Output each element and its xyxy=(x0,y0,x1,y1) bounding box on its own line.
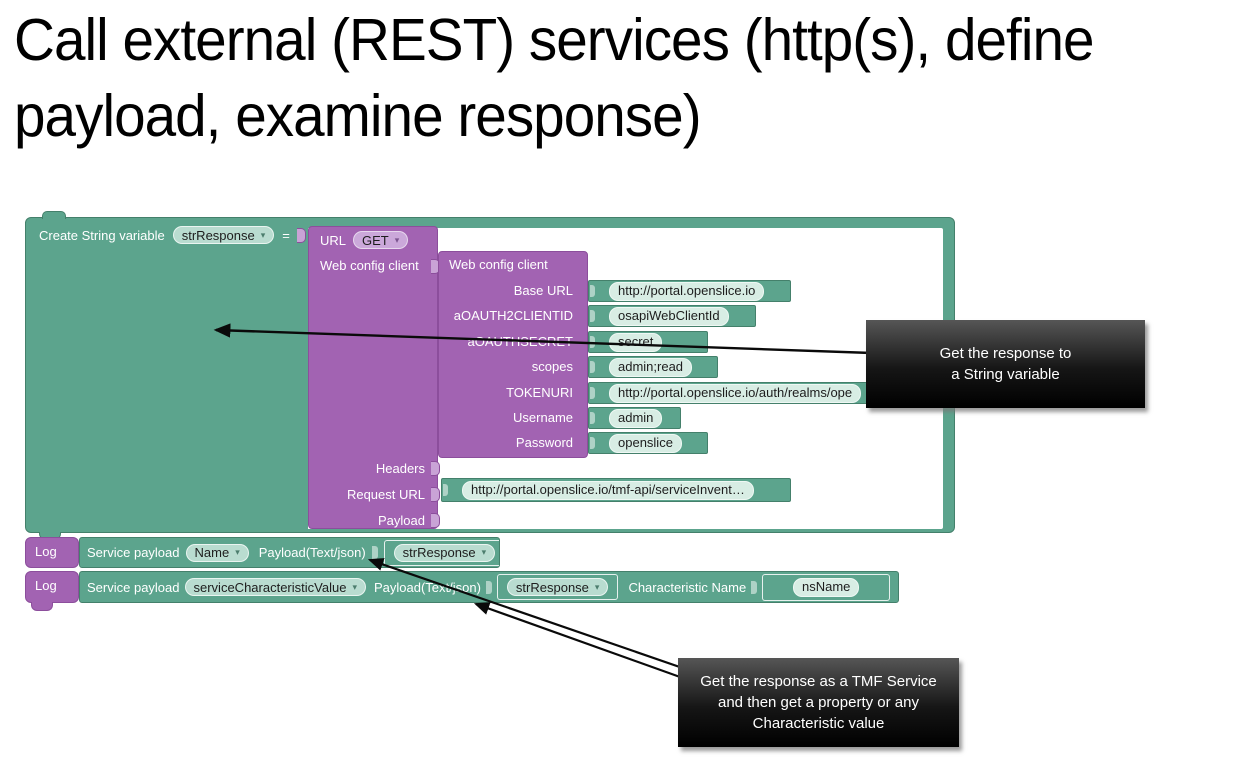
socket-notch xyxy=(443,484,448,496)
block-top-connector xyxy=(42,211,66,219)
headers-input-label: Headers xyxy=(375,461,425,476)
password-value[interactable]: openslice xyxy=(609,433,682,453)
payload-name-dropdown[interactable]: Name ▾ xyxy=(185,543,249,562)
value-socket xyxy=(431,513,440,528)
value-socket xyxy=(431,487,440,502)
value-socket xyxy=(297,228,306,243)
log-block-1-tab[interactable]: Log xyxy=(25,537,79,568)
log-block-2-tab[interactable]: Log xyxy=(25,571,79,603)
page-title-line2: payload, examine response) xyxy=(14,83,702,149)
socket-notch xyxy=(751,580,758,594)
log-label: Log xyxy=(35,544,57,559)
dropdown-icon: ▾ xyxy=(352,581,357,592)
field-label-secret: aOAUTHSECRET xyxy=(467,334,573,349)
variable-dropdown[interactable]: strResponse ▾ xyxy=(172,226,275,244)
dropdown-icon: ▾ xyxy=(235,547,240,557)
dropdown-icon: ▾ xyxy=(481,547,487,557)
field-label-clientid: aOAUTH2CLIENTID xyxy=(453,308,573,323)
socket-notch xyxy=(590,387,595,399)
socket-notch xyxy=(371,546,378,559)
arrow-to-log2 xyxy=(473,602,709,689)
base-url-value[interactable]: http://portal.openslice.io xyxy=(609,281,765,301)
base-url-value-block[interactable]: http://portal.openslice.io xyxy=(588,280,791,302)
log-block-2-row[interactable]: Service payload serviceCharacteristicVal… xyxy=(79,571,899,603)
socket-notch xyxy=(590,336,595,348)
payload-name-dropdown[interactable]: serviceCharacteristicValue ▾ xyxy=(184,578,366,596)
page-title: Call external (REST) services (http(s), … xyxy=(14,2,1095,154)
socket-notch xyxy=(485,580,492,594)
secret-value[interactable]: secret xyxy=(609,332,663,352)
payload-variable-block[interactable]: strResponse ▾ xyxy=(496,574,619,600)
socket-notch xyxy=(590,361,595,373)
web-config-input-label: Web config client xyxy=(320,258,419,273)
web-config-client-block[interactable]: Web config client xyxy=(438,251,588,458)
characteristic-value[interactable]: nsName xyxy=(792,577,860,597)
socket-notch xyxy=(590,437,595,449)
http-method-dropdown[interactable]: GET ▾ xyxy=(353,231,409,249)
field-label-scopes: scopes xyxy=(531,359,573,374)
equals-sign: = xyxy=(282,227,290,243)
dropdown-icon: ▾ xyxy=(394,234,400,245)
payload-variable-block[interactable]: strResponse ▾ xyxy=(383,539,499,566)
callout-line: Characteristic value xyxy=(752,715,885,732)
request-url-value[interactable]: http://portal.openslice.io/tmf-api/servi… xyxy=(462,480,754,500)
callout-tmf-service: Get the response as a TMF Service and th… xyxy=(678,658,959,747)
scopes-value-block[interactable]: admin;read xyxy=(588,356,718,378)
socket-notch xyxy=(590,285,595,297)
variable-dropdown-value: strResponse xyxy=(181,227,255,243)
callout-line: a String variable xyxy=(951,366,1060,383)
request-url-input-label: Request URL xyxy=(346,487,425,502)
field-label-username: Username xyxy=(513,410,573,425)
payload-variable-dropdown[interactable]: strResponse ▾ xyxy=(506,578,609,596)
callout-line: Get the response to xyxy=(939,345,1072,362)
value-socket xyxy=(431,461,440,476)
tokenuri-value-block[interactable]: http://portal.openslice.io/auth/realms/o… xyxy=(588,382,941,404)
payload-variable-value: strResponse xyxy=(402,545,476,560)
username-value-block[interactable]: admin xyxy=(588,407,681,429)
clientid-value-block[interactable]: osapiWebClientId xyxy=(588,305,756,327)
log-label: Log xyxy=(35,578,57,593)
payload-input-label: Payload xyxy=(378,513,425,528)
socket-notch xyxy=(590,310,595,322)
callout-line: and then get a property or any xyxy=(718,694,919,711)
service-payload-label: Service payload xyxy=(87,545,180,560)
clientid-value[interactable]: osapiWebClientId xyxy=(609,306,729,326)
callout-string-variable: Get the response to a String variable xyxy=(866,320,1145,408)
field-label-password: Password xyxy=(515,435,573,450)
create-string-variable-block[interactable]: Create String variable strResponse ▾ = U… xyxy=(25,211,955,539)
username-value[interactable]: admin xyxy=(609,408,663,428)
scopes-value[interactable]: admin;read xyxy=(609,357,693,377)
payload-name-value: serviceCharacteristicValue xyxy=(193,579,347,595)
log-block-2-bottom-connector xyxy=(31,602,53,611)
characteristic-name-label: Characteristic Name xyxy=(628,579,747,595)
field-label-base-url: Base URL xyxy=(513,283,573,298)
payload-variable-value: strResponse xyxy=(515,579,589,595)
payload-variable-dropdown[interactable]: strResponse ▾ xyxy=(393,543,496,562)
url-label: URL xyxy=(320,232,347,248)
payload-name-value: Name xyxy=(194,545,230,560)
payload-text-json-label: Payload(Text/json) xyxy=(258,545,366,560)
service-payload-label: Service payload xyxy=(87,579,180,595)
socket-notch xyxy=(590,412,595,424)
tokenuri-value[interactable]: http://portal.openslice.io/auth/realms/o… xyxy=(609,383,862,403)
request-url-value-block[interactable]: http://portal.openslice.io/tmf-api/servi… xyxy=(441,478,791,502)
payload-text-json-label: Payload(Text/json) xyxy=(373,579,481,595)
dropdown-icon: ▾ xyxy=(260,229,266,240)
secret-value-block[interactable]: secret xyxy=(588,331,708,353)
field-label-tokenuri: TOKENURI xyxy=(506,385,573,400)
web-config-client-title: Web config client xyxy=(449,257,548,272)
url-block[interactable]: URL GET ▾ Web config client Headers Requ… xyxy=(308,226,440,529)
password-value-block[interactable]: openslice xyxy=(588,432,708,454)
http-method-value: GET xyxy=(362,232,389,248)
page-title-line1: Call external (REST) services (http(s), … xyxy=(14,7,1095,73)
dropdown-icon: ▾ xyxy=(594,581,600,592)
callout-line: Get the response as a TMF Service xyxy=(700,673,937,690)
create-block-header: Create String variable strResponse ▾ = xyxy=(39,226,290,244)
log-block-1-row[interactable]: Service payload Name ▾ Payload(Text/json… xyxy=(79,537,500,568)
create-block-label: Create String variable xyxy=(39,227,165,243)
characteristic-value-block[interactable]: nsName xyxy=(762,573,891,601)
